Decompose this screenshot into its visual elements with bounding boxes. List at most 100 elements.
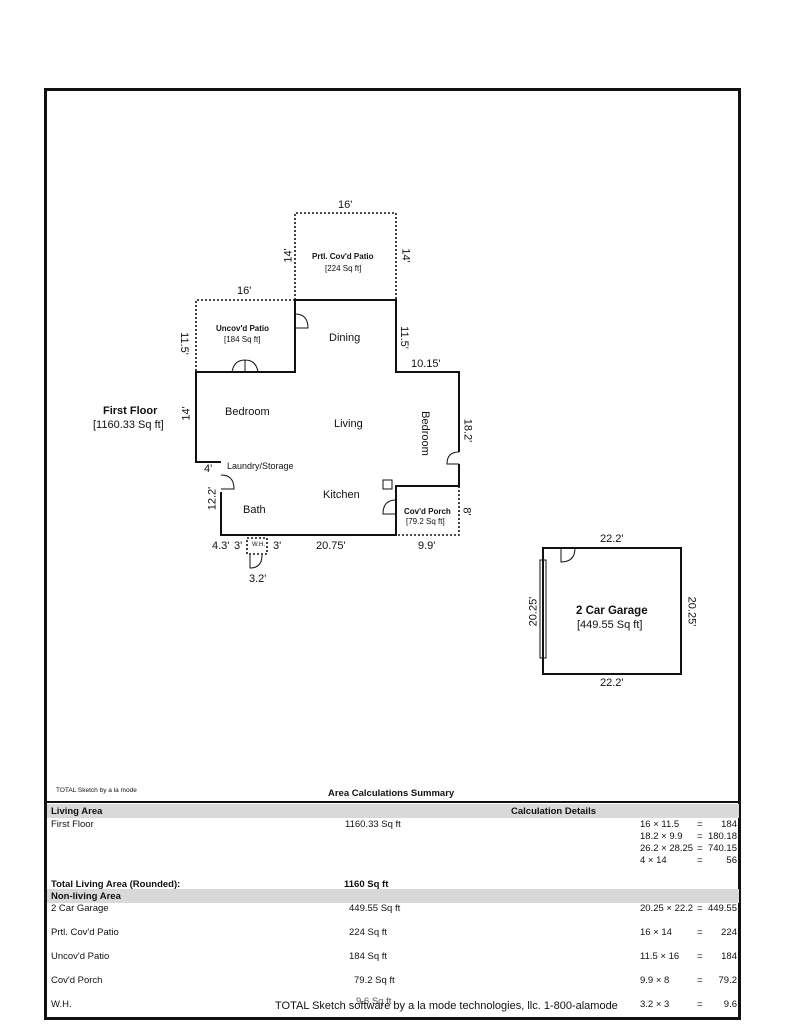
garage-door xyxy=(539,559,547,659)
non-living-area: 184 Sq ft xyxy=(349,951,388,962)
dim-garage-top: 22.2' xyxy=(600,533,624,545)
total-living-value: 1160 Sq ft xyxy=(344,879,389,890)
calc-eq: = xyxy=(697,819,703,830)
calc-eq: = xyxy=(697,927,703,938)
calc-val: 184 xyxy=(721,819,737,830)
calc-eq: = xyxy=(697,903,703,914)
water-heater-outline xyxy=(246,537,268,555)
door-garage-swing xyxy=(560,547,576,563)
calc-val: 224 xyxy=(721,927,737,938)
dim-garage-right: 20.25' xyxy=(685,596,698,627)
dim-wh-left: 3' xyxy=(234,540,243,552)
calc-expr: 16 × 14 xyxy=(640,927,672,938)
non-living-name: Prtl. Cov'd Patio xyxy=(51,927,119,938)
partial-patio-title: Prtl. Cov'd Patio xyxy=(312,252,374,261)
non-living-area: 224 Sq ft xyxy=(349,927,388,938)
dim-patio-right: 14' xyxy=(399,248,412,263)
first-floor-title: First Floor xyxy=(103,405,158,417)
summary-title: Area Calculations Summary xyxy=(328,788,455,799)
calc-eq: = xyxy=(697,831,703,842)
living-area-header: Living Area xyxy=(51,806,103,817)
door-porch-swing xyxy=(382,499,397,515)
calc-expr: 16 × 11.5 xyxy=(640,819,680,830)
dim-garage-left: 20.25' xyxy=(527,596,540,627)
calc-expr: 4 × 14 xyxy=(640,855,667,866)
non-living-header: Non-living Area xyxy=(51,891,121,902)
calc-val: 56 xyxy=(726,855,737,866)
door-dining-swing xyxy=(294,313,309,329)
non-living-name: W.H. xyxy=(51,999,72,1010)
calc-val: 449.55 xyxy=(707,903,737,914)
door-patio-double-swing xyxy=(231,359,259,373)
calc-val: 9.6 xyxy=(723,999,737,1010)
dim-bath-bottom: 4.3' xyxy=(212,540,230,552)
garage-outline xyxy=(542,547,682,675)
partial-patio-outline xyxy=(294,212,397,300)
porch-area: [79.2 Sq ft] xyxy=(406,517,445,526)
calc-eq: = xyxy=(697,999,703,1010)
calc-expr: 11.5 × 16 xyxy=(640,951,680,962)
dim-wh-right: 3' xyxy=(273,540,282,552)
garage-area: [449.55 Sq ft] xyxy=(577,619,643,631)
water-heater-label: W.H. xyxy=(252,542,265,548)
calc-val: 79.2 xyxy=(718,975,738,986)
dim-east-step: 10.15' xyxy=(411,358,441,370)
sketch-frame xyxy=(44,88,741,1020)
first-floor-name: First Floor xyxy=(51,819,94,830)
dim-east-bedroom: 18.2' xyxy=(461,418,474,443)
calc-eq: = xyxy=(697,843,703,854)
first-floor-area-cell: 1160.33 Sq ft xyxy=(345,819,401,830)
dim-garage-bottom: 22.2' xyxy=(600,677,624,689)
room-bedroom-west: Bedroom xyxy=(225,406,270,418)
door-wh-swing xyxy=(249,554,263,569)
first-floor-outline-east-lower xyxy=(220,464,460,536)
first-floor-outline xyxy=(295,299,460,452)
uncovered-patio-area: [184 Sq ft] xyxy=(224,335,261,344)
non-living-area: 79.2 Sq ft xyxy=(354,975,395,986)
room-dining: Dining xyxy=(329,332,361,344)
room-bath: Bath xyxy=(243,504,266,516)
dim-south-wall: 20.75' xyxy=(316,540,346,552)
calc-eq: = xyxy=(697,975,703,986)
garage-title: 2 Car Garage xyxy=(576,605,648,617)
porch-outline xyxy=(396,486,460,536)
first-floor-area: [1160.33 Sq ft] xyxy=(93,419,164,431)
calc-expr: 20.25 × 22.2 xyxy=(640,903,694,914)
partial-patio-area: [224 Sq ft] xyxy=(325,264,362,273)
calc-val: 184 xyxy=(721,951,737,962)
dim-patio-width: 16' xyxy=(338,199,353,211)
room-living: Living xyxy=(334,418,363,430)
dim-wh-width: 3.2' xyxy=(249,573,267,585)
total-living-label: Total Living Area (Rounded): xyxy=(51,879,181,890)
dim-porch-width: 9.9' xyxy=(418,540,436,552)
uncovered-patio-title: Uncov'd Patio xyxy=(216,324,270,333)
door-bedroom-swing xyxy=(446,451,460,465)
uncovered-patio-outline xyxy=(195,299,295,372)
calc-val: 180.18 xyxy=(707,831,737,842)
dim-west-bedroom: 14' xyxy=(180,406,193,421)
dim-patio-left: 14' xyxy=(282,248,295,263)
room-kitchen: Kitchen xyxy=(323,489,360,501)
room-bedroom-east: Bedroom xyxy=(418,411,431,456)
non-living-area: 9.6 Sq ft xyxy=(356,996,392,1007)
non-living-area: 449.55 Sq ft xyxy=(349,903,401,914)
dim-bath-left: 12.2' xyxy=(206,486,219,511)
calc-eq: = xyxy=(697,855,703,866)
door-laundry-swing xyxy=(220,474,235,490)
non-living-name: Uncov'd Patio xyxy=(51,951,110,962)
credit-bottom: TOTAL Sketch software by a la mode techn… xyxy=(275,1000,618,1012)
area-calculations-table: Living Area Calculation Details First Fl… xyxy=(45,801,741,1020)
calc-val: 740.15 xyxy=(707,843,737,854)
credit-small: TOTAL Sketch by a la mode xyxy=(56,787,137,794)
dim-uncovered-patio-width: 16' xyxy=(237,285,252,297)
dim-laundry-step: 4' xyxy=(204,463,213,475)
non-living-name: Cov'd Porch xyxy=(51,975,103,986)
dim-dining-right: 11.5' xyxy=(397,326,410,349)
non-living-name: 2 Car Garage xyxy=(51,903,109,914)
calc-expr: 18.2 × 9.9 xyxy=(640,831,683,842)
dim-porch-right: 8' xyxy=(460,507,473,516)
kitchen-fixture xyxy=(382,479,393,490)
room-laundry: Laundry/Storage xyxy=(227,461,294,471)
calc-expr: 26.2 × 28.25 xyxy=(640,843,694,854)
